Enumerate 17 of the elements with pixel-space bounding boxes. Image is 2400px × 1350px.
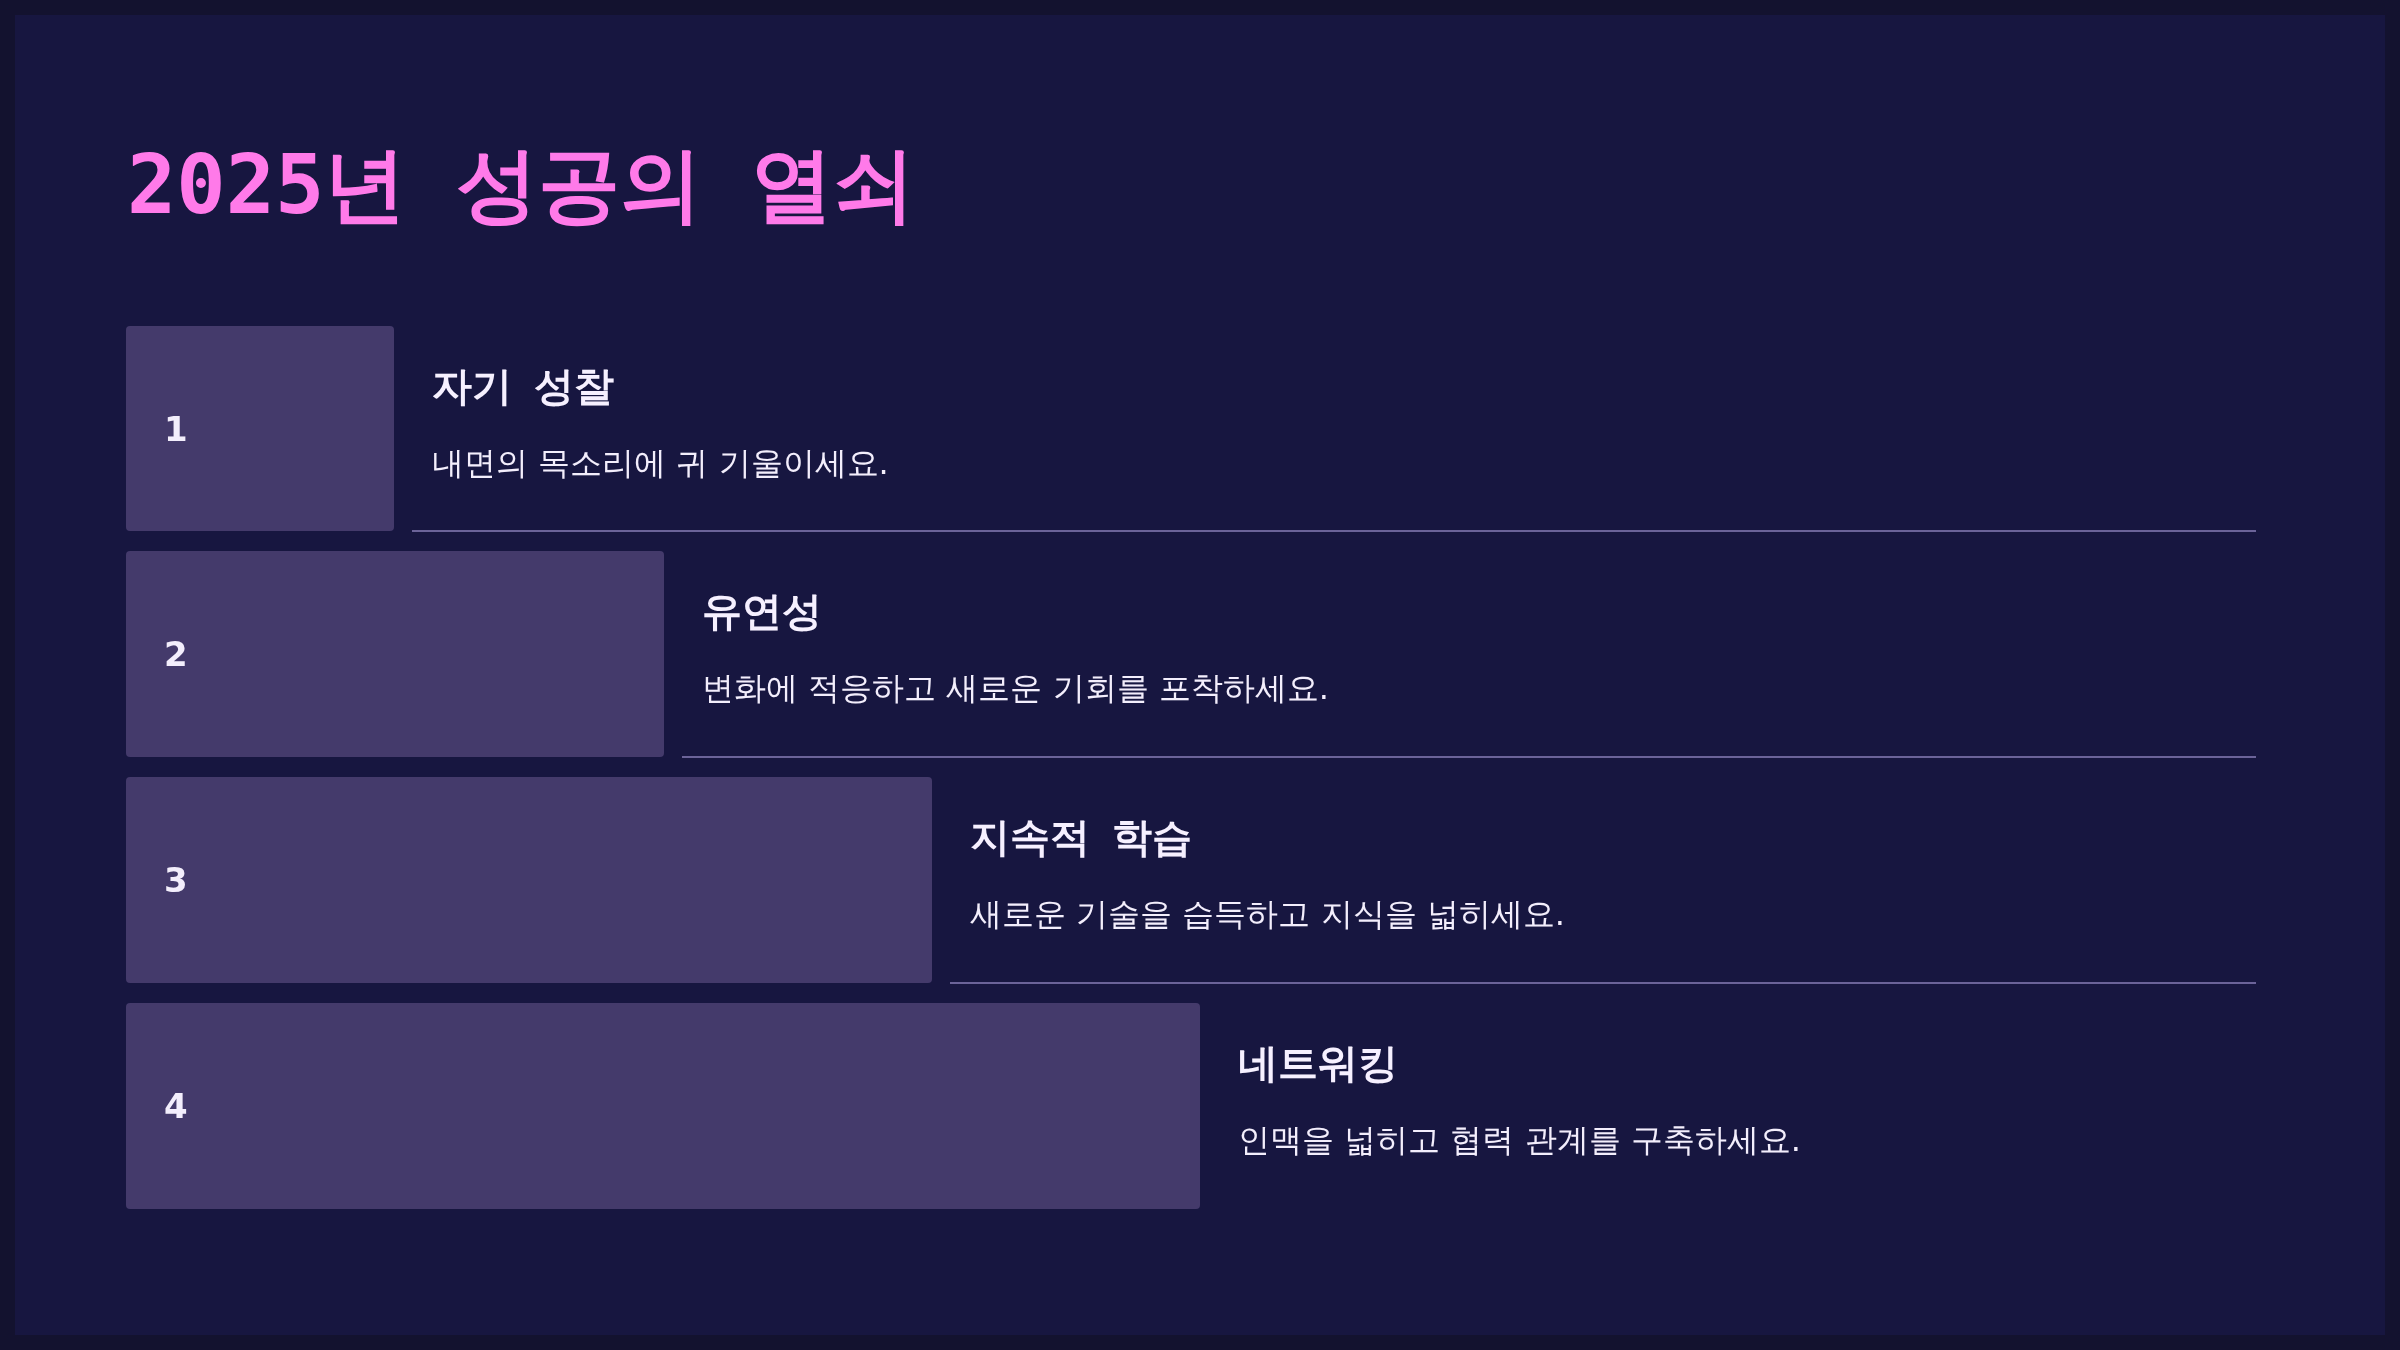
slide-title: 2025년 성공의 열쇠 bbox=[127, 136, 916, 234]
step-bar bbox=[126, 326, 394, 531]
step-bar bbox=[126, 777, 932, 983]
step-number: 3 bbox=[164, 859, 188, 901]
step-description: 새로운 기술을 습득하고 지식을 넓히세요. bbox=[970, 895, 1565, 934]
step-number: 1 bbox=[164, 408, 188, 449]
step-heading: 자기 성찰 bbox=[432, 362, 614, 410]
step-heading: 네트워킹 bbox=[1238, 1039, 1398, 1087]
step-number: 4 bbox=[164, 1085, 188, 1127]
step-number: 2 bbox=[164, 633, 188, 675]
step-bar bbox=[126, 1003, 1200, 1209]
step-heading: 유연성 bbox=[702, 587, 822, 635]
step-description: 변화에 적응하고 새로운 기회를 포착하세요. bbox=[702, 669, 1329, 708]
step-description: 내면의 목소리에 귀 기울이세요. bbox=[432, 444, 889, 483]
step-bar bbox=[126, 551, 664, 757]
step-description: 인맥을 넓히고 협력 관계를 구축하세요. bbox=[1238, 1121, 1801, 1160]
step-heading: 지속적 학습 bbox=[970, 813, 1192, 861]
